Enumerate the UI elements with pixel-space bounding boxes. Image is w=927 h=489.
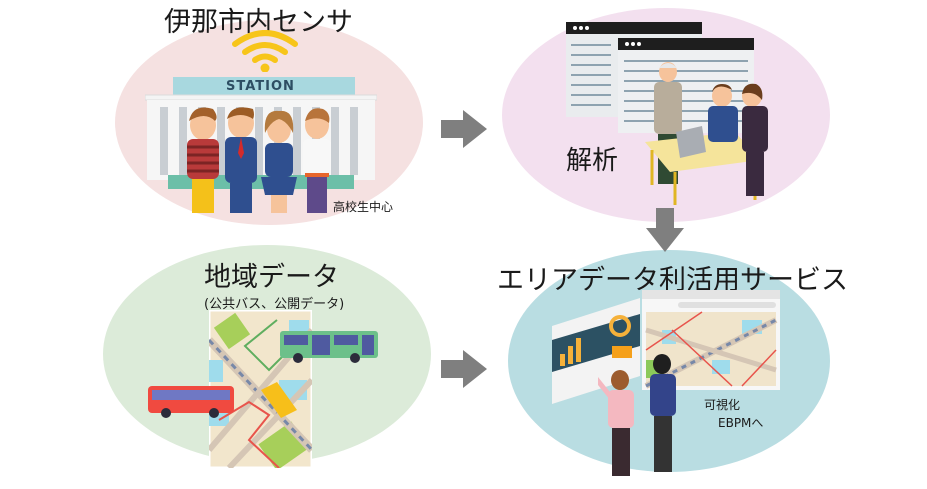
service-note-visualize: 可視化 xyxy=(704,398,741,412)
bus-icon xyxy=(280,331,380,363)
analysts-illustration xyxy=(640,60,780,205)
regional-panel-subtitle: (公共バス、公開データ) xyxy=(204,297,345,312)
analysis-panel-title: 解析 xyxy=(566,146,619,176)
students-illustration xyxy=(183,103,343,218)
regional-panel-title: 地域データ xyxy=(204,262,339,293)
arrow-right-icon xyxy=(441,350,487,388)
sensor-panel-note: 高校生中心 xyxy=(333,200,394,214)
arrow-down-icon xyxy=(646,208,684,252)
arrow-right-icon xyxy=(441,110,487,148)
service-note-ebpm: EBPMへ xyxy=(718,416,764,430)
presenters-illustration xyxy=(598,352,688,482)
bus-icon xyxy=(148,386,236,418)
station-sign: STATION xyxy=(226,79,295,94)
wifi-icon xyxy=(230,30,300,72)
